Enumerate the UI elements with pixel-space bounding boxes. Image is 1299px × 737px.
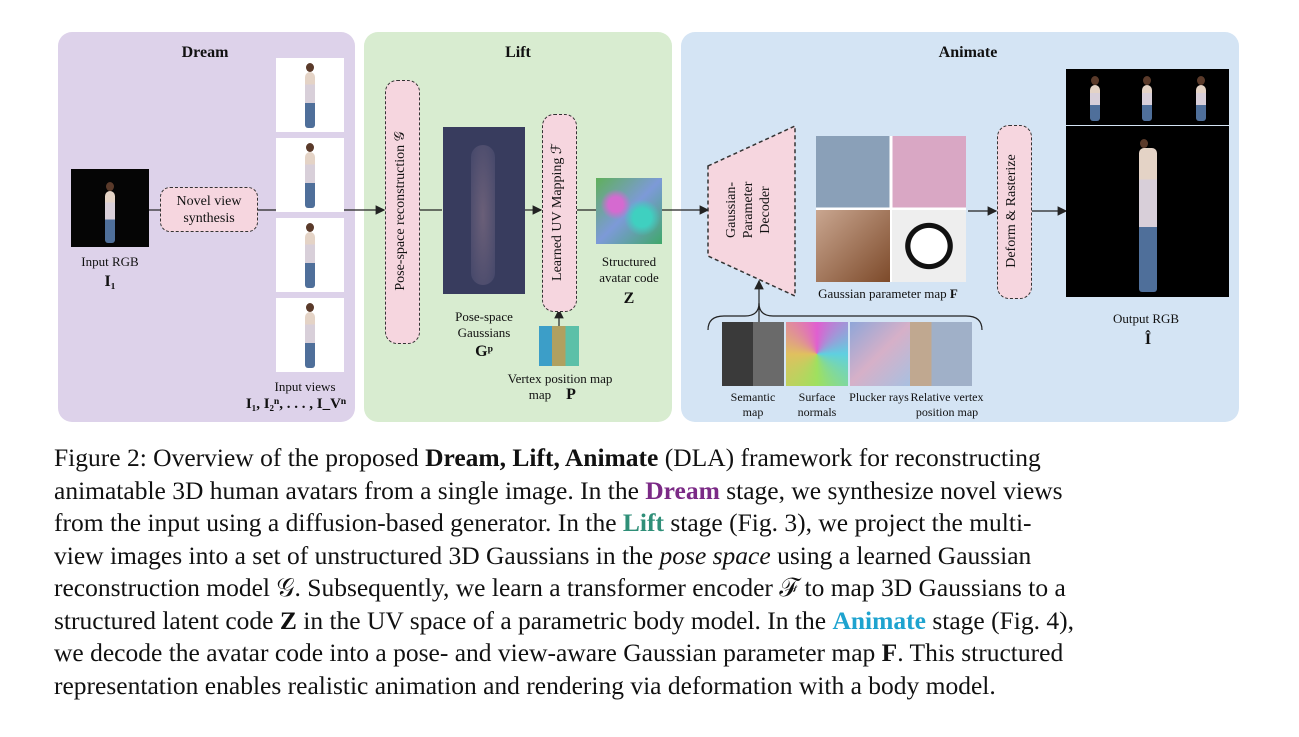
semantic-map-label: Semantic map [730, 390, 776, 419]
pose-space-reconstruction-label: Pose-space reconstruction 𝒢 [393, 131, 408, 291]
gaussian-parameter-map-image [816, 136, 966, 282]
caption-text: stage, we synthesize novel views [719, 475, 1063, 505]
param-map-math: F [949, 286, 958, 301]
relative-vertex-position-image [910, 322, 972, 386]
dream-title: Dream [181, 44, 229, 61]
caption-line-4: view images into a set of unstructured 3… [54, 540, 1246, 573]
learned-uv-mapping-box [542, 114, 577, 312]
caption-text: Figure 2: Overview of the proposed [54, 443, 426, 472]
structured-avatar-code-math: Z [623, 290, 635, 307]
caption-text: representation enables realistic animati… [54, 670, 996, 700]
connector-lines [149, 205, 1068, 331]
input-view-1 [276, 58, 344, 132]
plucker-rays-label: Plucker rays [849, 390, 909, 404]
input-views-math: I₁, I₂ⁿ, . . . , I_Vⁿ [245, 396, 347, 412]
vertex-position-map-image [539, 326, 579, 366]
gaussian-parameter-decoder-shape [707, 125, 796, 297]
caption-italic: pose space [659, 540, 771, 570]
caption-line-8: representation enables realistic animati… [54, 670, 1246, 703]
caption-dream-keyword: Dream [645, 475, 720, 505]
novel-view-synthesis-label: Novel view synthesis [176, 193, 242, 226]
lift-title: Lift [505, 44, 531, 61]
structured-avatar-code-image [596, 178, 662, 244]
caption-text: stage (Fig. 4), [925, 605, 1074, 635]
caption-line-7: we decode the avatar code into a pose- a… [54, 637, 1246, 670]
pose-space-gaussians-image [443, 127, 525, 294]
deform-rasterize-label: Deform & Rasterize [1004, 154, 1019, 268]
caption-text: stage (Fig. 3), we project the multi- [663, 508, 1032, 537]
animate-title: Animate [938, 44, 998, 61]
gaussian-parameter-decoder-text: Gaussian-Parameter Decoder [723, 160, 783, 260]
decoder-label-text: Gaussian-Parameter Decoder [724, 181, 773, 239]
output-rgb-label: Output RGB [1112, 311, 1180, 326]
structured-avatar-code-label: Structured avatar code [599, 254, 659, 285]
caption-math-z: Z [279, 605, 297, 635]
method-overview-figure: Dream Lift Animate Input RGB I₁ Novel vi… [58, 32, 1239, 422]
figure-caption: Figure 2: Overview of the proposed Dream… [54, 442, 1246, 702]
relative-vertex-position-label: Relative vertex position map [910, 390, 984, 419]
caption-math-f: F [881, 638, 898, 667]
caption-line-2: animatable 3D human avatars from a singl… [54, 475, 1246, 508]
caption-line-3: from the input using a diffusion-based g… [54, 507, 1246, 540]
input-view-4 [276, 298, 344, 372]
caption-lift-keyword: Lift [622, 508, 664, 537]
caption-text: from the input using a diffusion-based g… [54, 508, 623, 537]
deform-rasterize-box [997, 125, 1032, 299]
caption-method-name: Dream, Lift, Animate [425, 443, 659, 472]
learned-uv-mapping-label: Learned UV Mapping ℱ [550, 143, 565, 281]
caption-animate-keyword: Animate [832, 605, 926, 635]
vertex-position-map-math: P [566, 386, 576, 403]
input-rgb-image [71, 169, 149, 247]
caption-text: reconstruction model 𝒢. Subsequently, we… [54, 573, 1066, 602]
plucker-rays-image [850, 322, 910, 386]
caption-line-1: Figure 2: Overview of the proposed Dream… [54, 442, 1246, 475]
caption-text: view images into a set of unstructured 3… [54, 540, 660, 570]
input-rgb-label: Input RGB [81, 254, 139, 269]
caption-line-6: structured latent code Z in the UV space… [54, 605, 1246, 638]
output-views-strip [1066, 69, 1229, 125]
gaussian-parameter-map-label: Gaussian parameter map F [798, 286, 978, 302]
pose-space-gaussians-label: Pose-space Gaussians [455, 309, 513, 340]
vertex-position-map-label-2: map [528, 387, 552, 402]
vertex-position-map-label: Vertex position map [507, 371, 613, 386]
pose-space-reconstruction-box [385, 80, 420, 344]
caption-text: we decode the avatar code into a pose- a… [54, 638, 882, 667]
output-rgb-math: Î [1144, 331, 1152, 348]
caption-text: animatable 3D human avatars from a singl… [54, 475, 646, 505]
input-views-label: Input views [274, 379, 336, 394]
caption-text: (DLA) framework for reconstructing [658, 443, 1041, 472]
input-view-3 [276, 218, 344, 292]
caption-line-5: reconstruction model 𝒢. Subsequently, we… [54, 572, 1246, 605]
surface-normals-label: Surface normals [797, 390, 837, 419]
pose-space-gaussians-math: Gᵖ [475, 343, 493, 360]
novel-view-synthesis-box: Novel view synthesis [160, 187, 258, 232]
input-rgb-math: I₁ [104, 273, 116, 290]
semantic-map-image [722, 322, 784, 386]
caption-text: in the UV space of a parametric body mod… [296, 605, 833, 635]
caption-text: . This structured [897, 638, 1064, 667]
output-rgb-image [1066, 126, 1229, 297]
input-view-2 [276, 138, 344, 212]
caption-text: structured latent code [54, 605, 280, 635]
surface-normals-image [786, 322, 848, 386]
caption-text: using a learned Gaussian [770, 540, 1032, 570]
param-map-label-text: Gaussian parameter map [818, 286, 947, 301]
